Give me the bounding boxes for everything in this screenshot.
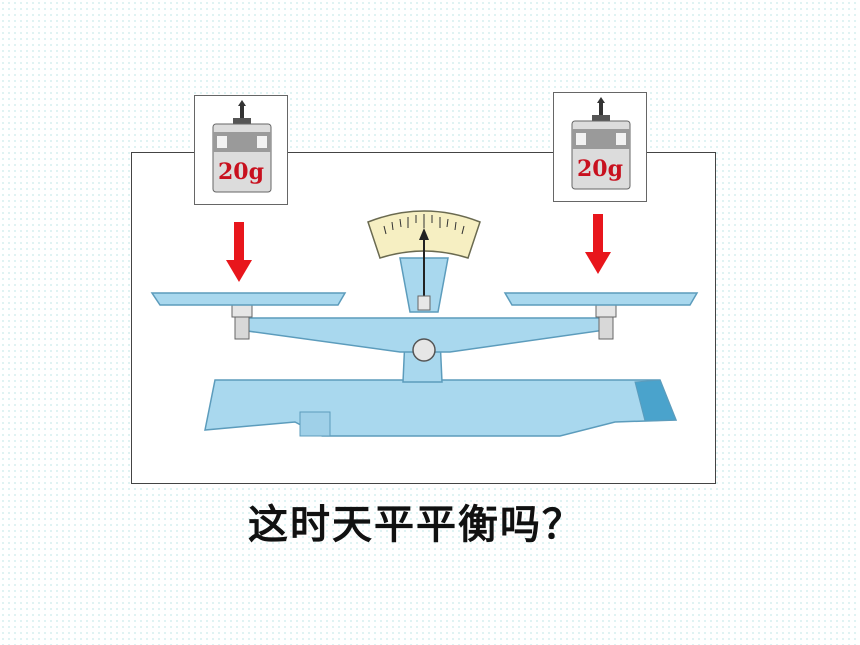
weight-icon (212, 100, 272, 193)
right-weight-label: 20g (577, 156, 623, 182)
left-weight-label: 20g (218, 159, 264, 185)
left-pan-support (231, 304, 253, 340)
right-weight-card: 20g (553, 92, 647, 202)
left-pan (150, 292, 347, 306)
weight-icon (571, 97, 631, 190)
pivot-knob (412, 338, 436, 362)
left-down-arrow (226, 222, 252, 282)
right-pan-support (595, 304, 617, 340)
balance-base (204, 379, 678, 437)
left-weight-card: 20g (194, 95, 288, 205)
right-pan (503, 292, 699, 306)
right-down-arrow (585, 214, 611, 274)
question-text: 这时天平平衡吗？ (248, 502, 584, 548)
pointer-needle (417, 228, 431, 311)
